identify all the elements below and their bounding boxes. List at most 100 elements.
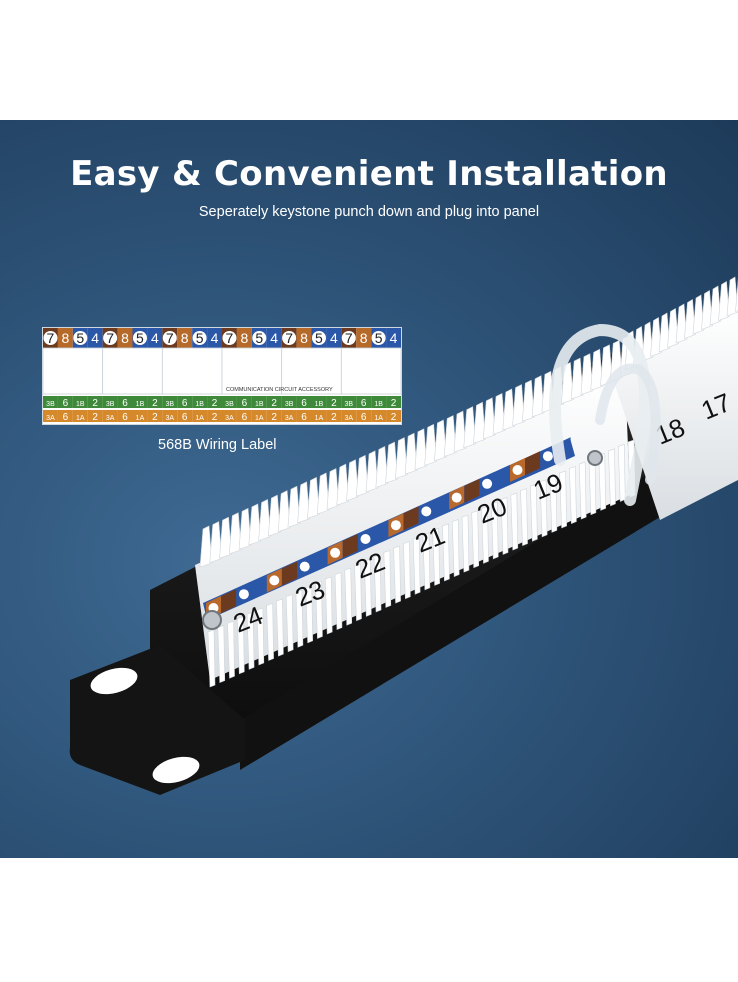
label-pair-b-cell bbox=[147, 396, 163, 408]
idc-lower-tooth bbox=[256, 607, 265, 666]
idc-tooth bbox=[521, 379, 535, 422]
idc-lower-tooth bbox=[578, 461, 587, 520]
idc-lower-tooth bbox=[315, 580, 323, 639]
idc-lower-tooth bbox=[344, 567, 353, 626]
label-pair-a-text: 3A bbox=[46, 415, 55, 422]
stripe-color-block bbox=[525, 451, 541, 476]
label-digit-circle bbox=[103, 331, 118, 345]
panel-front-face bbox=[240, 420, 738, 770]
idc-lower-tooth bbox=[471, 510, 480, 569]
label-digit-circle bbox=[43, 331, 58, 345]
stripe-color-block bbox=[464, 478, 480, 503]
idc-tooth bbox=[718, 280, 730, 321]
idc-tooth bbox=[287, 485, 301, 528]
idc-tooth bbox=[316, 472, 330, 515]
idc-lower-tooth bbox=[442, 523, 450, 582]
label-pair-b-text: 6 bbox=[242, 398, 248, 409]
idc-tooth bbox=[395, 437, 408, 480]
idc-tooth bbox=[209, 521, 223, 564]
idc-lower-tooth bbox=[207, 629, 216, 688]
idc-tooth bbox=[453, 410, 467, 453]
stripe-digit-circle bbox=[269, 575, 280, 586]
label-pair-b-text: 1B bbox=[136, 401, 145, 408]
idc-lower-tooth bbox=[461, 514, 470, 573]
label-blank-area bbox=[340, 347, 402, 395]
label-digit-circle bbox=[311, 331, 326, 345]
idc-tooth bbox=[482, 397, 496, 440]
label-pair-a-text: 6 bbox=[63, 412, 69, 423]
idc-lower-tooth bbox=[608, 448, 616, 507]
idc-lower-tooth bbox=[432, 527, 440, 586]
label-pair-a-cell bbox=[222, 410, 237, 422]
label-pair-a-text: 6 bbox=[122, 412, 128, 423]
idc-tooth bbox=[692, 294, 705, 335]
idc-tooth bbox=[641, 321, 654, 362]
idc-tooth bbox=[701, 289, 713, 330]
label-digit: 4 bbox=[151, 330, 159, 346]
label-digit-cell bbox=[207, 328, 222, 348]
label-pair-a-text: 2 bbox=[92, 412, 98, 423]
label-pair-a-cell bbox=[386, 410, 401, 422]
label-digit: 7 bbox=[106, 330, 114, 346]
label-digit-cell bbox=[147, 328, 163, 348]
stripe-marks bbox=[206, 437, 571, 620]
label-pair-b-cell bbox=[43, 396, 58, 408]
idc-tooth bbox=[268, 494, 281, 537]
idc-tooth bbox=[650, 316, 662, 357]
idc-tooth bbox=[443, 415, 457, 457]
label-pair-b-cell bbox=[192, 396, 208, 408]
idc-tooth bbox=[199, 525, 213, 568]
idc-lower-tooth bbox=[295, 589, 304, 648]
label-digit: 8 bbox=[181, 330, 189, 346]
label-pair-a-text: 1A bbox=[315, 415, 324, 422]
label-pair-b-cell bbox=[326, 396, 342, 408]
label-digit: 5 bbox=[375, 330, 383, 346]
label-digit: 7 bbox=[226, 330, 234, 346]
label-pair-a-text: 2 bbox=[271, 412, 277, 423]
idc-lower-tooth bbox=[217, 625, 226, 684]
label-pair-b-cell bbox=[177, 396, 193, 408]
label-digit: 7 bbox=[166, 330, 174, 346]
label-pair-b-cell bbox=[281, 396, 297, 408]
label-pair-a-cell bbox=[207, 410, 222, 422]
idc-tooth bbox=[590, 348, 604, 391]
idc-lower-tooth bbox=[539, 479, 548, 538]
idc-lower-tooth bbox=[373, 554, 382, 613]
hero-subtitle: Seperately keystone punch down and plug … bbox=[198, 204, 540, 220]
label-pair-b-cell bbox=[132, 396, 148, 408]
label-digit: 7 bbox=[285, 330, 293, 346]
label-pair-a-cell bbox=[102, 410, 118, 422]
idc-tooth bbox=[675, 303, 688, 344]
label-blank-area bbox=[161, 347, 223, 395]
label-blank-area bbox=[42, 347, 104, 395]
label-pair-b-text: 1B bbox=[255, 401, 264, 408]
label-pair-a-text: 3A bbox=[225, 415, 234, 422]
idc-tooth bbox=[355, 454, 369, 497]
stripe-color-block bbox=[494, 464, 510, 489]
label-pair-b-cell bbox=[341, 396, 357, 408]
label-pair-a-cell bbox=[57, 410, 73, 422]
label-pair-a-text: 2 bbox=[152, 412, 158, 423]
label-digit: 4 bbox=[91, 330, 99, 346]
label-pair-b-text: 6 bbox=[301, 398, 307, 409]
label-pair-b-cell bbox=[371, 396, 387, 408]
stripe-color-block bbox=[312, 547, 328, 572]
stripe-color-block bbox=[221, 589, 237, 614]
label-pair-a-text: 2 bbox=[391, 412, 397, 423]
stripe-color-block bbox=[373, 520, 389, 545]
stripe-digit-circle bbox=[512, 465, 523, 475]
idc-tooth bbox=[726, 276, 738, 317]
idc-lower-tooth bbox=[354, 563, 362, 622]
label-digit: 8 bbox=[61, 330, 69, 346]
label-pair-b-cell bbox=[311, 396, 327, 408]
stripe-color-block bbox=[251, 575, 267, 600]
idc-tooth bbox=[434, 419, 447, 462]
idc-lower-tooth bbox=[598, 452, 607, 511]
label-pair-a-text: 1A bbox=[374, 415, 383, 422]
label-pair-b-cell bbox=[102, 396, 118, 408]
idc-tooth bbox=[336, 463, 350, 506]
label-pair-b-text: 1B bbox=[76, 401, 85, 408]
idc-tooth bbox=[385, 441, 398, 484]
label-digit-cell bbox=[57, 328, 73, 348]
label-pair-a-text: 2 bbox=[212, 412, 218, 423]
